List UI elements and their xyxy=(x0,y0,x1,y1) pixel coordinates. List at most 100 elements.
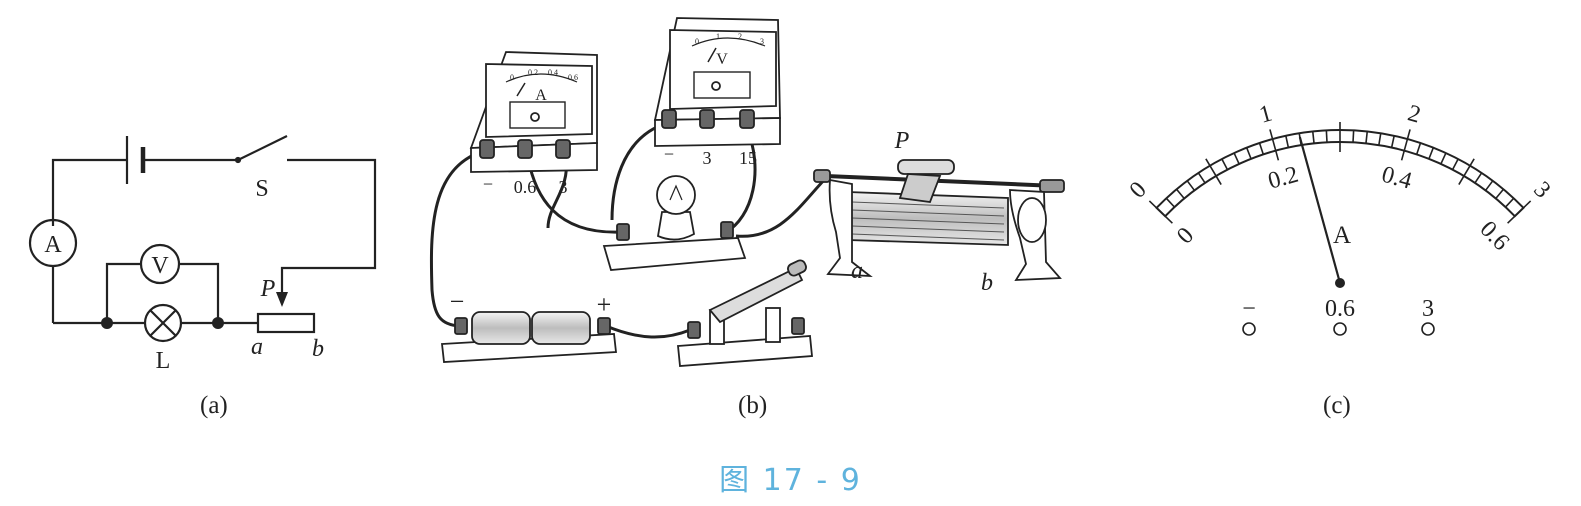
ammeter-symbol-b: A xyxy=(535,87,547,104)
panel-a-labels: A V S L P a b xyxy=(44,176,324,374)
lamp-terminal-left xyxy=(616,223,630,241)
slider-arrow xyxy=(276,292,288,307)
rheostat-symbol xyxy=(256,312,316,334)
dial-tick xyxy=(1458,158,1475,185)
switch-terminal-right xyxy=(791,317,805,335)
wire-top-left xyxy=(51,158,127,226)
battery-cell-1 xyxy=(471,311,531,345)
lamp-label: L xyxy=(156,348,171,374)
battery-plus-label: + xyxy=(597,290,612,319)
ammeter-label-a: A xyxy=(44,232,62,258)
switch-knife xyxy=(708,266,804,324)
end-b-label-a: b xyxy=(312,336,324,362)
rheostat-slider-knob xyxy=(897,159,955,175)
rheostat-end-cap xyxy=(1017,197,1047,243)
switch-board xyxy=(677,335,813,367)
slider-label-b: P xyxy=(894,128,910,154)
dial-tick xyxy=(1285,135,1290,148)
voltmeter-scale-2: 2 xyxy=(738,32,742,41)
switch-handle xyxy=(787,259,807,277)
dial-inner-label: 0.4 xyxy=(1379,162,1415,195)
dial-tick xyxy=(1378,133,1382,146)
ammeter-symbol-c: A xyxy=(1333,222,1351,249)
terminal-label-06-c: 0.6 xyxy=(1325,296,1355,322)
lamp-bulb xyxy=(656,175,696,215)
ammeter-terminal-label-06: 0.6 xyxy=(514,177,537,197)
switch-clip-post xyxy=(765,307,781,343)
end-a-label-b: a xyxy=(851,258,863,284)
voltmeter-scale-3: 3 xyxy=(760,37,764,46)
dial-tick xyxy=(1507,200,1532,224)
dial-tick xyxy=(1415,142,1422,155)
rheostat-slider-body xyxy=(898,173,942,203)
wire-v-right xyxy=(179,262,220,323)
terminal-label-3-c: 3 xyxy=(1422,296,1434,322)
dial-tick xyxy=(1352,130,1355,143)
dial-tick xyxy=(1365,131,1369,144)
apparatus-drawing-b xyxy=(429,17,1065,367)
ammeter-terminal-label-3: 3 xyxy=(559,177,568,197)
dial-inner-label: 0 xyxy=(1172,223,1199,250)
dial-tick xyxy=(1197,172,1206,184)
caption-a: (a) xyxy=(200,392,228,419)
dial-ticks xyxy=(1148,122,1532,224)
needle-pivot xyxy=(1335,278,1345,288)
junction-right xyxy=(212,317,224,329)
dial-tick xyxy=(1451,158,1459,171)
slider-label-a: P xyxy=(260,276,276,302)
wire-ammeter-battery xyxy=(429,148,488,328)
lamp-terminal-right xyxy=(720,221,734,239)
lamp-cross-2 xyxy=(149,309,177,337)
ammeter-terminal-1 xyxy=(479,139,495,159)
dial-tick xyxy=(1245,147,1252,160)
terminal-neg-c xyxy=(1242,322,1256,336)
switch-terminal-left xyxy=(687,321,701,339)
dial-tick xyxy=(1504,197,1515,208)
dial-tick xyxy=(1440,152,1447,165)
caption-c: (c) xyxy=(1323,392,1351,419)
ammeter-terminal-3 xyxy=(555,139,571,159)
rheostat-rod-end xyxy=(1039,179,1065,193)
switch-blade xyxy=(237,135,288,161)
junction-left xyxy=(101,317,113,329)
terminal-label-neg-c: − xyxy=(1242,296,1256,322)
dial-outer-label: 0 xyxy=(1125,177,1152,204)
end-a-label-a: a xyxy=(251,334,263,360)
dial-tick xyxy=(1484,180,1494,191)
voltmeter-scale-1: 1 xyxy=(716,32,720,41)
dial-outer-label: 1 xyxy=(1257,100,1275,128)
rheostat-rod-end-left xyxy=(813,169,831,183)
dial-tick xyxy=(1165,197,1176,208)
dial-tick xyxy=(1474,172,1483,184)
voltmeter-terminal-label-3: 3 xyxy=(703,148,712,168)
wire-top-right xyxy=(280,158,377,300)
dial-tick xyxy=(1325,130,1328,143)
dial-inner-label: 0.2 xyxy=(1265,162,1301,195)
switch-label: S xyxy=(255,176,268,202)
ammeter-terminals xyxy=(479,139,571,159)
rheostat-slide-rod xyxy=(825,174,1057,188)
dial-tick xyxy=(1390,135,1395,148)
battery-device-b xyxy=(441,311,617,363)
voltmeter-terminal-2 xyxy=(699,109,715,129)
dial-tick xyxy=(1428,147,1435,160)
ammeter-terminal-2 xyxy=(517,139,533,159)
rheostat-left-bracket xyxy=(826,178,873,278)
rheostat-windings xyxy=(851,201,1005,241)
ammeter-scale-arc xyxy=(505,73,578,83)
lamp-filament xyxy=(669,184,683,201)
lamp-board xyxy=(602,237,747,271)
voltmeter-device-b xyxy=(653,17,781,147)
figure-title: 图 17 - 9 xyxy=(719,463,862,498)
voltmeter-label-a: V xyxy=(151,253,169,279)
voltmeter-scale-0: 0 xyxy=(695,37,699,46)
knife-switch-b xyxy=(677,259,813,367)
rheostat-device-b xyxy=(813,159,1065,281)
terminal-06-c xyxy=(1333,322,1347,336)
voltmeter-terminal-3 xyxy=(739,109,755,129)
voltmeter-terminal-label-neg: − xyxy=(664,144,674,164)
dial-tick xyxy=(1495,188,1505,200)
voltmeter-needle-b xyxy=(707,47,717,63)
